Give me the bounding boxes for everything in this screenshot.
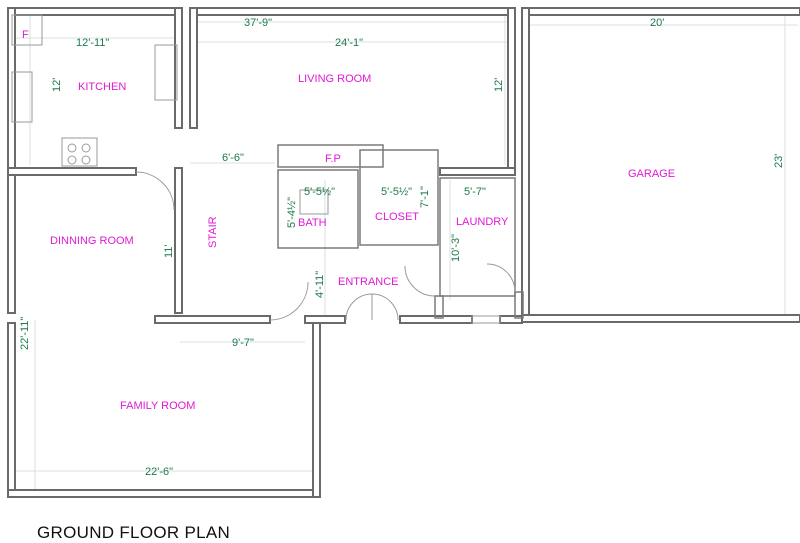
fireplace-label: F.P bbox=[325, 153, 341, 165]
stair-label: STAIR bbox=[207, 216, 219, 248]
bath-depth-label: 5'-4½" bbox=[286, 197, 298, 228]
garage-width-label: 20' bbox=[650, 17, 664, 29]
laundry-label: LAUNDRY bbox=[456, 216, 509, 228]
hall-width-label: 6'-6" bbox=[222, 152, 244, 164]
bath-label: BATH bbox=[298, 217, 327, 229]
kitchen-depth-label: 12' bbox=[51, 78, 63, 92]
entrance-label: ENTRANCE bbox=[338, 276, 399, 288]
living-width-label: 24'-1" bbox=[335, 37, 363, 49]
closet-depth-label: 7'-1" bbox=[419, 186, 431, 208]
living-room-label: LIVING ROOM bbox=[298, 73, 371, 85]
living-depth-label: 12' bbox=[493, 78, 505, 92]
kitchen-width-label: 12'-11" bbox=[76, 37, 109, 49]
garage-label: GARAGE bbox=[628, 168, 675, 180]
dimension-lines bbox=[10, 10, 798, 490]
fridge-label: F bbox=[22, 29, 29, 41]
stair-width-label: 9'-7" bbox=[232, 337, 254, 349]
overall-width-label: 37'-9" bbox=[244, 17, 272, 29]
family-width-label: 22'-6" bbox=[145, 466, 173, 478]
walls bbox=[7, 7, 800, 498]
dinning-depth-label: 11' bbox=[163, 244, 175, 258]
dinning-room-label: DINNING ROOM bbox=[50, 235, 134, 247]
family-depth-label: 22'-11" bbox=[19, 317, 31, 350]
laundry-depth-label: 10'-3" bbox=[450, 234, 462, 262]
plan-title: GROUND FLOOR PLAN bbox=[37, 523, 231, 542]
closet-label: CLOSET bbox=[375, 211, 419, 223]
entrance-depth-label: 4'-11" bbox=[314, 271, 326, 298]
closet-width-label: 5'-5½" bbox=[381, 186, 412, 198]
garage-depth-label: 23' bbox=[773, 154, 785, 168]
fixtures bbox=[11, 14, 516, 324]
bath-width-label: 5'-5½" bbox=[304, 186, 335, 198]
laundry-width-label: 5'-7" bbox=[464, 186, 486, 198]
kitchen-label: KITCHEN bbox=[78, 81, 126, 93]
family-room-label: FAMILY ROOM bbox=[120, 400, 195, 412]
